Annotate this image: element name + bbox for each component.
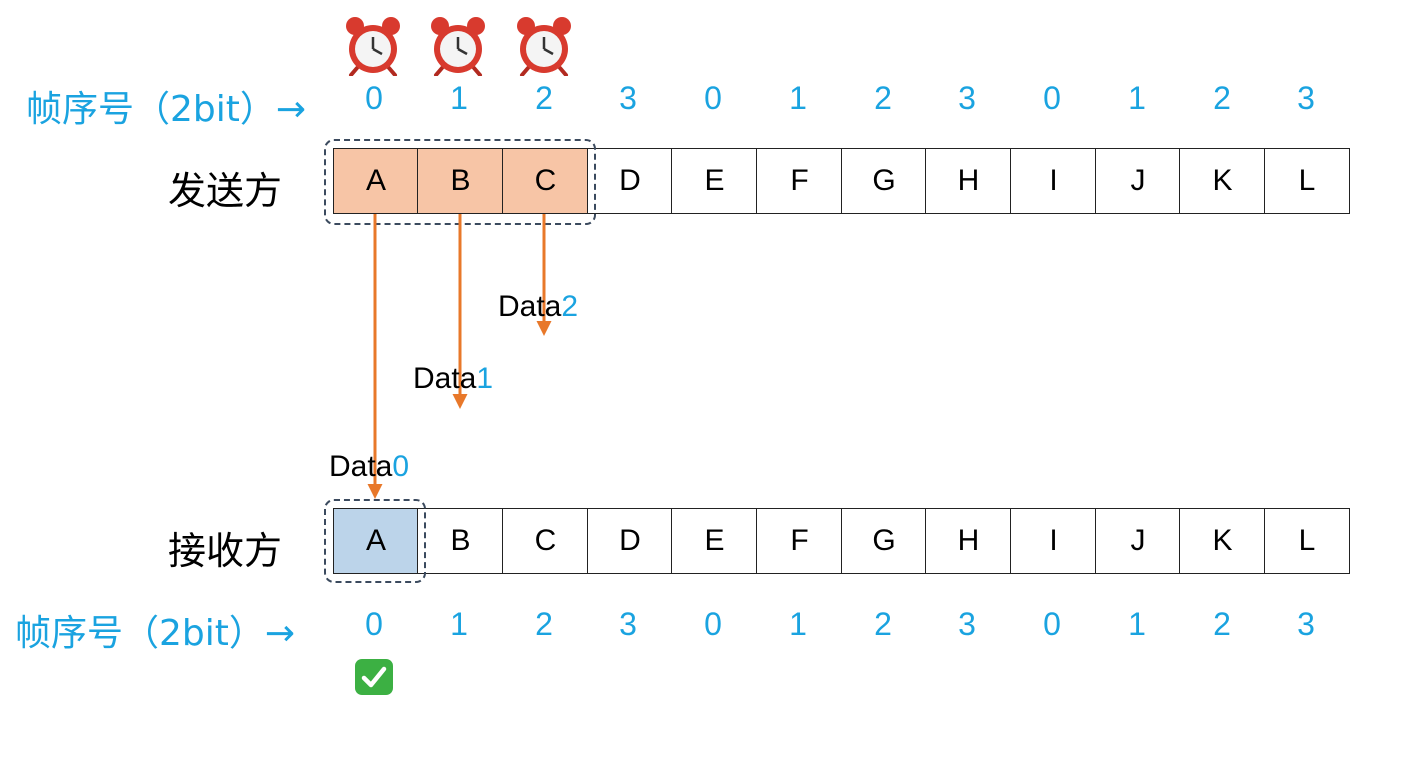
sender-frame: B <box>417 148 504 214</box>
receiver-frame: J <box>1095 508 1181 574</box>
top-seq-number: 2 <box>535 80 553 116</box>
top-seq-number: 3 <box>958 80 976 116</box>
receiver-frame: H <box>925 508 1012 574</box>
top-seq-number: 0 <box>704 80 722 116</box>
sender-frame: H <box>925 148 1012 214</box>
data-seq: 0 <box>392 450 410 483</box>
bottom-seq-number: 1 <box>1128 606 1146 642</box>
receiver-frame: I <box>1010 508 1097 574</box>
top-seq-number: 2 <box>874 80 892 116</box>
receiver-frame: B <box>417 508 504 574</box>
data0-label: Data0 <box>329 450 409 484</box>
bottom-seq-number: 2 <box>874 606 892 642</box>
bottom-seq-number: 0 <box>704 606 722 642</box>
receiver-frame: A <box>333 508 419 574</box>
bottom-seq-number: 3 <box>1297 606 1315 642</box>
top-seq-number: 1 <box>450 80 468 116</box>
data2-label: Data2 <box>498 290 578 324</box>
receiver-frame: K <box>1179 508 1266 574</box>
bottom-seq-number: 1 <box>789 606 807 642</box>
sender-frame: L <box>1264 148 1350 214</box>
receiver-frame: E <box>671 508 758 574</box>
top-seq-number: 1 <box>789 80 807 116</box>
sender-frame: J <box>1095 148 1181 214</box>
receiver-window <box>324 499 426 583</box>
receiver-frame: G <box>841 508 927 574</box>
bottom-seq-number: 2 <box>1213 606 1231 642</box>
data-seq: 1 <box>476 362 494 395</box>
bottom-seq-number: 3 <box>619 606 637 642</box>
sender-frame: C <box>502 148 589 214</box>
bottom-seq-number: 1 <box>450 606 468 642</box>
sender-frame: D <box>587 148 673 214</box>
bottom-seq-label: 帧序号（2bit）→ <box>15 613 296 654</box>
alarm-clock-icon <box>431 17 485 76</box>
data-seq: 2 <box>561 290 579 323</box>
bottom-seq-number: 3 <box>958 606 976 642</box>
top-seq-number: 1 <box>1128 80 1146 116</box>
sender-frame: A <box>333 148 419 214</box>
top-seq-number: 0 <box>365 80 383 116</box>
sender-frame: K <box>1179 148 1266 214</box>
top-seq-number: 3 <box>619 80 637 116</box>
data-text: Data <box>413 362 477 395</box>
alarm-clock-icon <box>517 17 571 76</box>
top-seq-number: 2 <box>1213 80 1231 116</box>
sender-frame: E <box>671 148 758 214</box>
data-text: Data <box>498 290 562 323</box>
bottom-seq-number: 0 <box>365 606 383 642</box>
bottom-seq-number: 0 <box>1043 606 1061 642</box>
top-seq-label: 帧序号（2bit）→ <box>26 89 307 130</box>
sender-label: 发送方 <box>168 169 283 213</box>
receiver-frame: C <box>502 508 589 574</box>
bottom-seq-number: 2 <box>535 606 553 642</box>
receiver-label: 接收方 <box>168 529 283 573</box>
sender-frame: F <box>756 148 843 214</box>
alarm-clock-icon <box>346 17 400 76</box>
receiver-frame: F <box>756 508 843 574</box>
top-seq-number: 0 <box>1043 80 1061 116</box>
data1-label: Data1 <box>413 362 493 396</box>
receiver-frame: L <box>1264 508 1350 574</box>
data-text: Data <box>329 450 393 483</box>
receiver-frame: D <box>587 508 673 574</box>
check-mark-icon <box>355 659 393 695</box>
top-seq-number: 3 <box>1297 80 1315 116</box>
sender-frame: G <box>841 148 927 214</box>
